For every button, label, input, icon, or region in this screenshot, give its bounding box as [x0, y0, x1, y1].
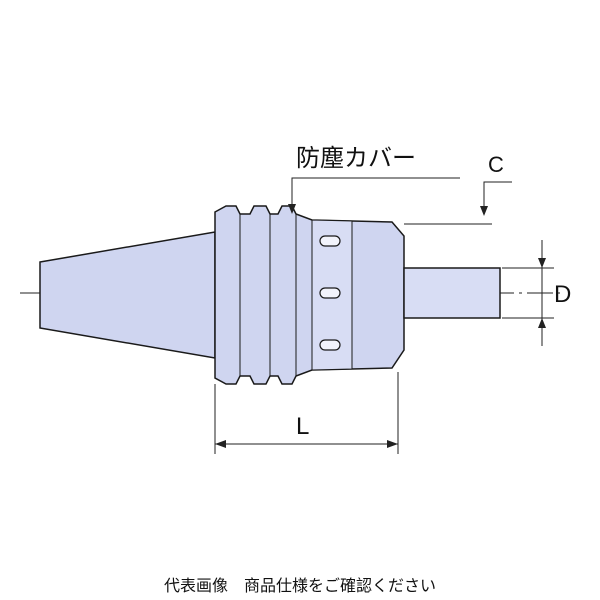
taper-shank	[39, 231, 216, 359]
dim-l-arrow-right	[387, 440, 398, 448]
dim-d-arrow-bottom	[538, 318, 546, 328]
callout-arrow	[288, 204, 296, 214]
callout-label: 防塵カバー	[296, 144, 416, 172]
dim-d-label: D	[554, 281, 571, 308]
dim-l-arrow-left	[215, 440, 226, 448]
holder-body	[214, 205, 405, 385]
dim-c-label: C	[488, 152, 504, 177]
output-shaft	[403, 267, 501, 319]
slot-middle	[319, 287, 341, 299]
slot-bottom	[319, 339, 341, 351]
dim-c-arrow	[480, 206, 488, 216]
caption: 代表画像 商品仕様をご確認ください	[163, 576, 436, 595]
dim-c-leader	[483, 181, 512, 206]
slot-top	[319, 235, 341, 247]
callout-leader	[291, 177, 460, 206]
dim-d-arrow-top	[538, 258, 546, 268]
dim-l-label: L	[296, 413, 309, 440]
